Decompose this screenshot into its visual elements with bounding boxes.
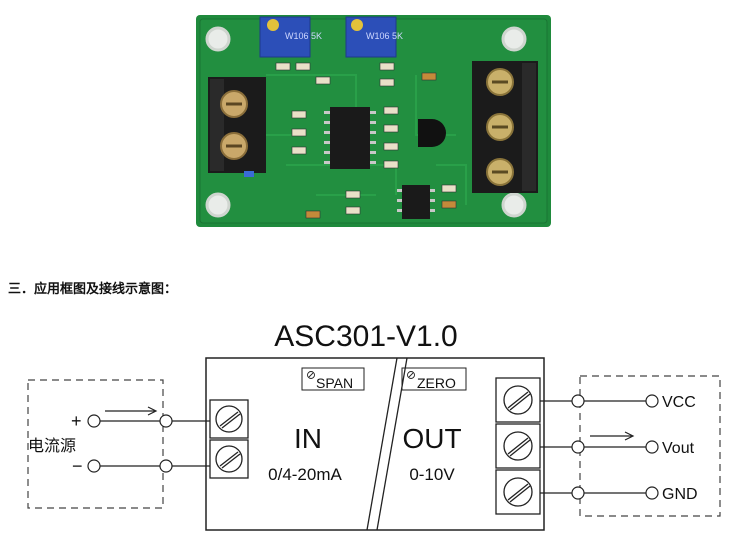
output-wiring xyxy=(540,394,659,500)
input-wiring xyxy=(87,406,210,473)
secondary-ic xyxy=(397,185,435,219)
module-photo: W106 5K W106 5K xyxy=(196,15,551,227)
section-caption: 三．应用框图及接线示意图： xyxy=(8,282,178,297)
plus-sign: + xyxy=(71,411,82,431)
input-terminal-block xyxy=(208,77,266,173)
zero-adjust-box: ZERO xyxy=(401,367,467,391)
minus-sign: − xyxy=(72,456,83,476)
input-terminals xyxy=(209,399,249,479)
gnd-label: GND xyxy=(662,486,698,503)
divider-slashes xyxy=(366,357,408,531)
vcc-label: VCC xyxy=(662,394,696,411)
out-label: OUT xyxy=(402,423,461,454)
trimmer-pot-zero: W106 5K xyxy=(345,16,403,58)
span-label: SPAN xyxy=(316,375,353,391)
mounting-holes xyxy=(205,26,527,218)
output-terminals xyxy=(495,377,541,515)
main-ic xyxy=(324,107,376,169)
wiring-diagram: ASC301-V1.0 SPAN ZERO IN 0/4-20mA OUT 0-… xyxy=(27,320,721,531)
current-source-box xyxy=(27,379,164,509)
in-label: IN xyxy=(294,423,322,454)
in-range-label: 0/4-20mA xyxy=(268,465,342,484)
module-box xyxy=(205,357,545,531)
current-source-label: 电流源 xyxy=(28,436,76,455)
pot-marking-left: W106 5K xyxy=(285,31,322,41)
pot-marking-right: W106 5K xyxy=(366,31,403,41)
out-range-label: 0-10V xyxy=(409,465,455,484)
smd-components xyxy=(244,62,457,219)
output-device-box xyxy=(579,375,721,517)
diagram-title: ASC301-V1.0 xyxy=(274,320,457,353)
transistor xyxy=(432,119,446,147)
trimmer-pot-span: W106 5K xyxy=(259,16,322,58)
output-terminal-block xyxy=(472,61,538,193)
vout-label: Vout xyxy=(662,440,695,457)
span-adjust-box: SPAN xyxy=(301,367,365,391)
zero-label: ZERO xyxy=(417,375,456,391)
